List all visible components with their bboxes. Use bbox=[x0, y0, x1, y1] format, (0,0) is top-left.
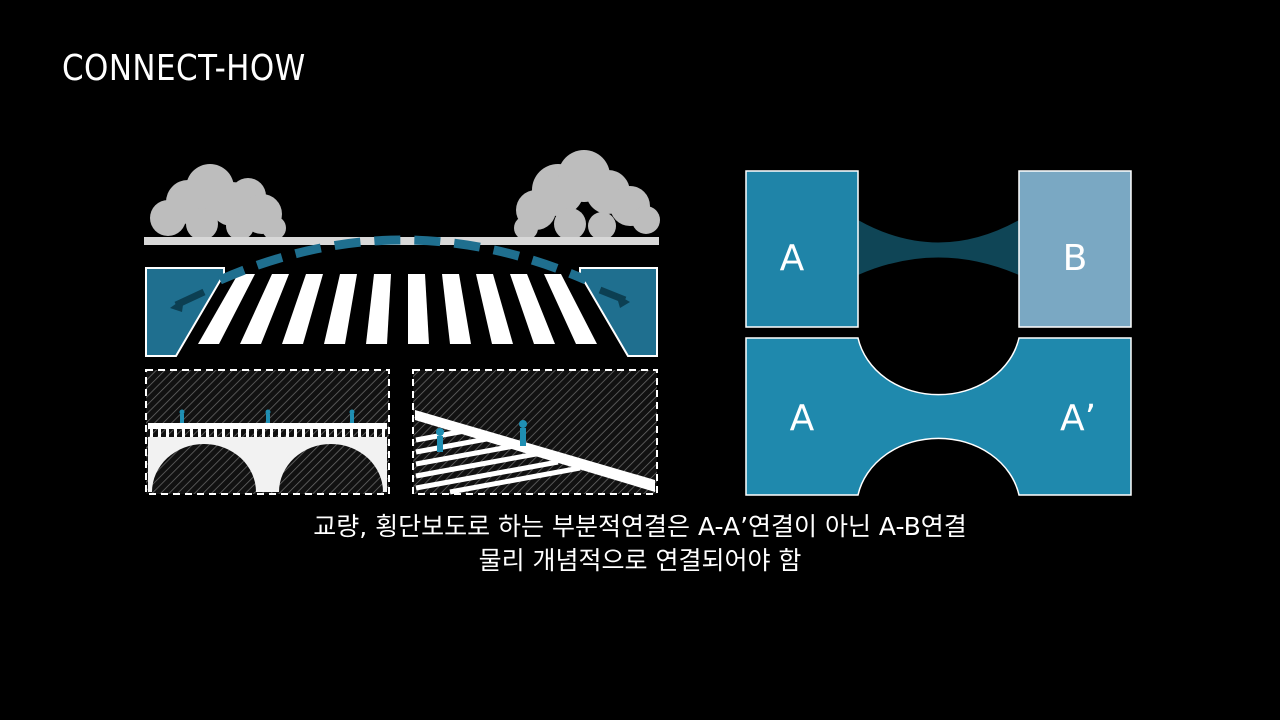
ab-connector bbox=[858, 220, 1019, 275]
shape-a-prime-label: A’ bbox=[1060, 398, 1096, 439]
curb-left bbox=[145, 267, 225, 357]
box-a bbox=[745, 170, 859, 328]
shape-a-label: A bbox=[790, 398, 815, 439]
crosswalk-stripes bbox=[198, 274, 597, 344]
crosswalk-illustration bbox=[144, 150, 660, 495]
box-a-label: A bbox=[780, 238, 805, 279]
tree-right-icon bbox=[514, 150, 660, 240]
sidewalk-strip bbox=[144, 237, 659, 245]
tree-left-icon bbox=[150, 164, 286, 240]
box-b-label: B bbox=[1063, 238, 1088, 279]
diagonal-crosswalk-inset bbox=[412, 369, 658, 495]
connection-diagram: A B A A’ bbox=[745, 170, 1132, 496]
caption-line-1: 교량, 횡단보도로 하는 부분적연결은 A-A’연결이 아닌 A-B연결 bbox=[313, 512, 967, 541]
arch-bridge-inset bbox=[145, 369, 390, 495]
aa-shape bbox=[745, 337, 1132, 496]
connection-arc bbox=[218, 235, 588, 285]
slide-title: CONNECT-HOW bbox=[62, 48, 306, 89]
caption: 교량, 횡단보도로 하는 부분적연결은 A-A’연결이 아닌 A-B연결 물리 … bbox=[0, 510, 1280, 578]
caption-line-2: 물리 개념적으로 연결되어야 함 bbox=[478, 546, 802, 575]
curb-right bbox=[579, 267, 658, 357]
box-b bbox=[1018, 170, 1132, 328]
